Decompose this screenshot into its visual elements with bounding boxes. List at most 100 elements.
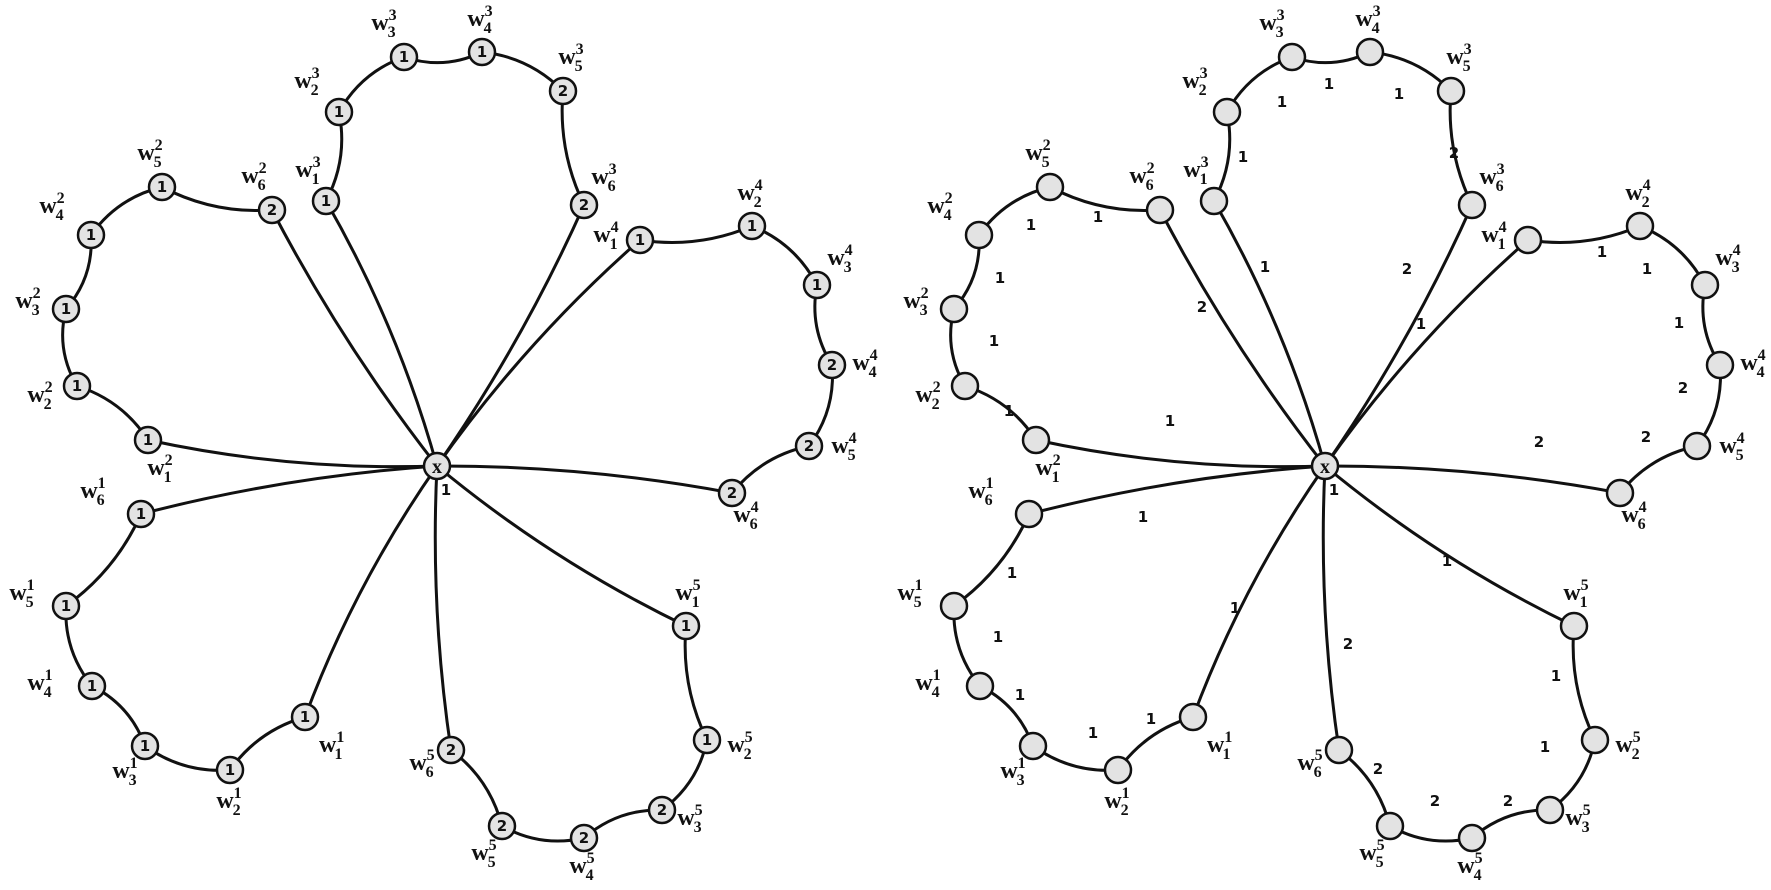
edge-label-3-3: 1 xyxy=(1277,93,1287,111)
edge-hub-w1-1 xyxy=(303,464,439,719)
vertex-value-w4-2: 1 xyxy=(86,226,96,244)
vertex-value-w6-1: 1 xyxy=(136,505,146,523)
vertex-w5-5 xyxy=(487,811,517,841)
petal-1-edges xyxy=(64,464,439,772)
edge-w6-hub-5 xyxy=(433,464,453,752)
edge-hub-w1-5 xyxy=(1323,464,1576,628)
petal-5-edges xyxy=(1321,464,1597,843)
edge-label-2-4: 1 xyxy=(995,269,1005,287)
vertex-w2-2 xyxy=(950,371,980,401)
vertex-w5-1 xyxy=(939,591,969,621)
petal-2-edges xyxy=(949,185,1327,469)
edge-label-3-7: 2 xyxy=(1402,260,1412,278)
edge-hub-w1-4 xyxy=(1323,238,1530,468)
hub-value: 1 xyxy=(441,481,451,499)
hub-label: x xyxy=(432,456,442,478)
vertex-w4-2 xyxy=(76,220,106,250)
edge-label-2-5: 1 xyxy=(1026,216,1036,234)
edge-label-3-5: 1 xyxy=(1394,85,1404,103)
edge-hub-w1-2 xyxy=(146,438,439,469)
vertex-w1-1 xyxy=(290,702,320,732)
vertex-w3-5 xyxy=(1535,795,1565,825)
vertex-w2-5 xyxy=(1580,725,1610,755)
vertex-w6-5 xyxy=(436,735,466,765)
vertex-w4-3 xyxy=(1355,37,1385,67)
edge-w1-w2-4 xyxy=(638,224,754,244)
hub-label: x xyxy=(1320,456,1330,478)
edge-w6-hub-3 xyxy=(1323,203,1474,468)
edge-label-4-7: 2 xyxy=(1534,433,1544,451)
vertex-value-w3-2: 1 xyxy=(61,300,71,318)
vertex-w2-4 xyxy=(1625,211,1655,241)
vertex-w5-2 xyxy=(1035,172,1065,202)
hub-value: 1 xyxy=(1329,481,1339,499)
vertex-w4-2 xyxy=(964,220,994,250)
vertex-w6-2 xyxy=(1145,195,1175,225)
vertex-w6-1 xyxy=(1014,499,1044,529)
edge-hub-w1-2 xyxy=(1034,438,1327,469)
vertex-w3-3 xyxy=(1277,42,1307,72)
vertex-w3-4 xyxy=(1690,270,1720,300)
vertex-value-w2-4: 1 xyxy=(747,217,757,235)
vertex-value-w2-3: 1 xyxy=(334,103,344,121)
vertex-w5-3 xyxy=(548,76,578,106)
vertex-w3-2 xyxy=(51,294,81,324)
vertex-w1-4 xyxy=(625,225,655,255)
vertex-w1-3 xyxy=(311,186,341,216)
vertex-w1-4 xyxy=(1513,225,1543,255)
vertex-value-w2-5: 1 xyxy=(702,731,712,749)
edge-label-1-3: 1 xyxy=(993,628,1003,646)
edge-w5-w6-1 xyxy=(64,512,143,608)
vertex-value-w4-5: 2 xyxy=(579,829,589,847)
edge-hub-w1-5 xyxy=(435,464,688,628)
edge-w1-w2-5 xyxy=(1571,624,1597,742)
vertex-value-w6-2: 2 xyxy=(267,201,277,219)
vertex-value-w6-4: 2 xyxy=(727,484,737,502)
edge-w6-hub-2 xyxy=(270,208,439,468)
edge-label-4-6: 2 xyxy=(1641,428,1651,446)
edge-label-5-1: 1 xyxy=(1442,552,1452,570)
edge-w6-hub-5 xyxy=(1321,464,1341,752)
vertex-w5-4 xyxy=(1682,431,1712,461)
vertex-w6-3 xyxy=(1457,190,1487,220)
edge-label-4-5: 2 xyxy=(1678,379,1688,397)
edge-label-3-4: 1 xyxy=(1324,75,1334,93)
vertex-w3-5 xyxy=(647,795,677,825)
edge-w6-hub-1 xyxy=(139,464,439,516)
vertex-w5-1 xyxy=(51,591,81,621)
petal-4-edges xyxy=(1323,224,1722,495)
petal-5-edges xyxy=(433,464,709,843)
edge-hub-w1-1 xyxy=(1191,464,1327,719)
edge-w5-w6-1 xyxy=(952,512,1031,608)
edge-w1-w2-4 xyxy=(1526,224,1642,244)
edge-hub-w1-4 xyxy=(435,238,642,468)
vertex-w2-3 xyxy=(324,97,354,127)
vertex-w1-2 xyxy=(1021,425,1051,455)
hub-vertex-x xyxy=(422,451,452,481)
vertex-value-w5-4: 2 xyxy=(804,437,814,455)
edge-label-5-7: 2 xyxy=(1343,635,1353,653)
